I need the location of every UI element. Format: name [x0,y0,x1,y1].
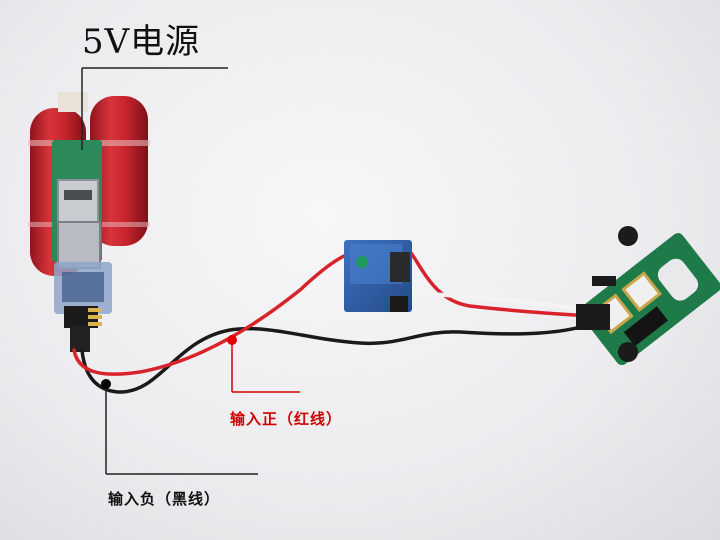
black-wire [80,322,594,394]
pin-header [64,306,102,352]
usb-adapter [54,221,112,314]
pir-sensor-board [579,233,720,366]
capacitor-bottom [618,342,638,362]
red-wire-marker [227,335,237,345]
red-wire [72,248,374,376]
sensor-mount-pin [592,276,616,286]
white-wire [408,290,592,312]
black-wire-marker [101,379,111,389]
callout-lines [81,67,300,475]
sensor-connector [576,304,610,330]
usb-port [57,179,99,225]
input-negative-label: 输入负（黑线） [108,490,221,508]
battery-cell-right [90,96,148,246]
input-positive-label: 输入正（红线） [230,410,343,428]
relay-module [344,240,412,312]
power-supply-label: 5V电源 [82,22,201,62]
capacitor-top [618,226,638,246]
